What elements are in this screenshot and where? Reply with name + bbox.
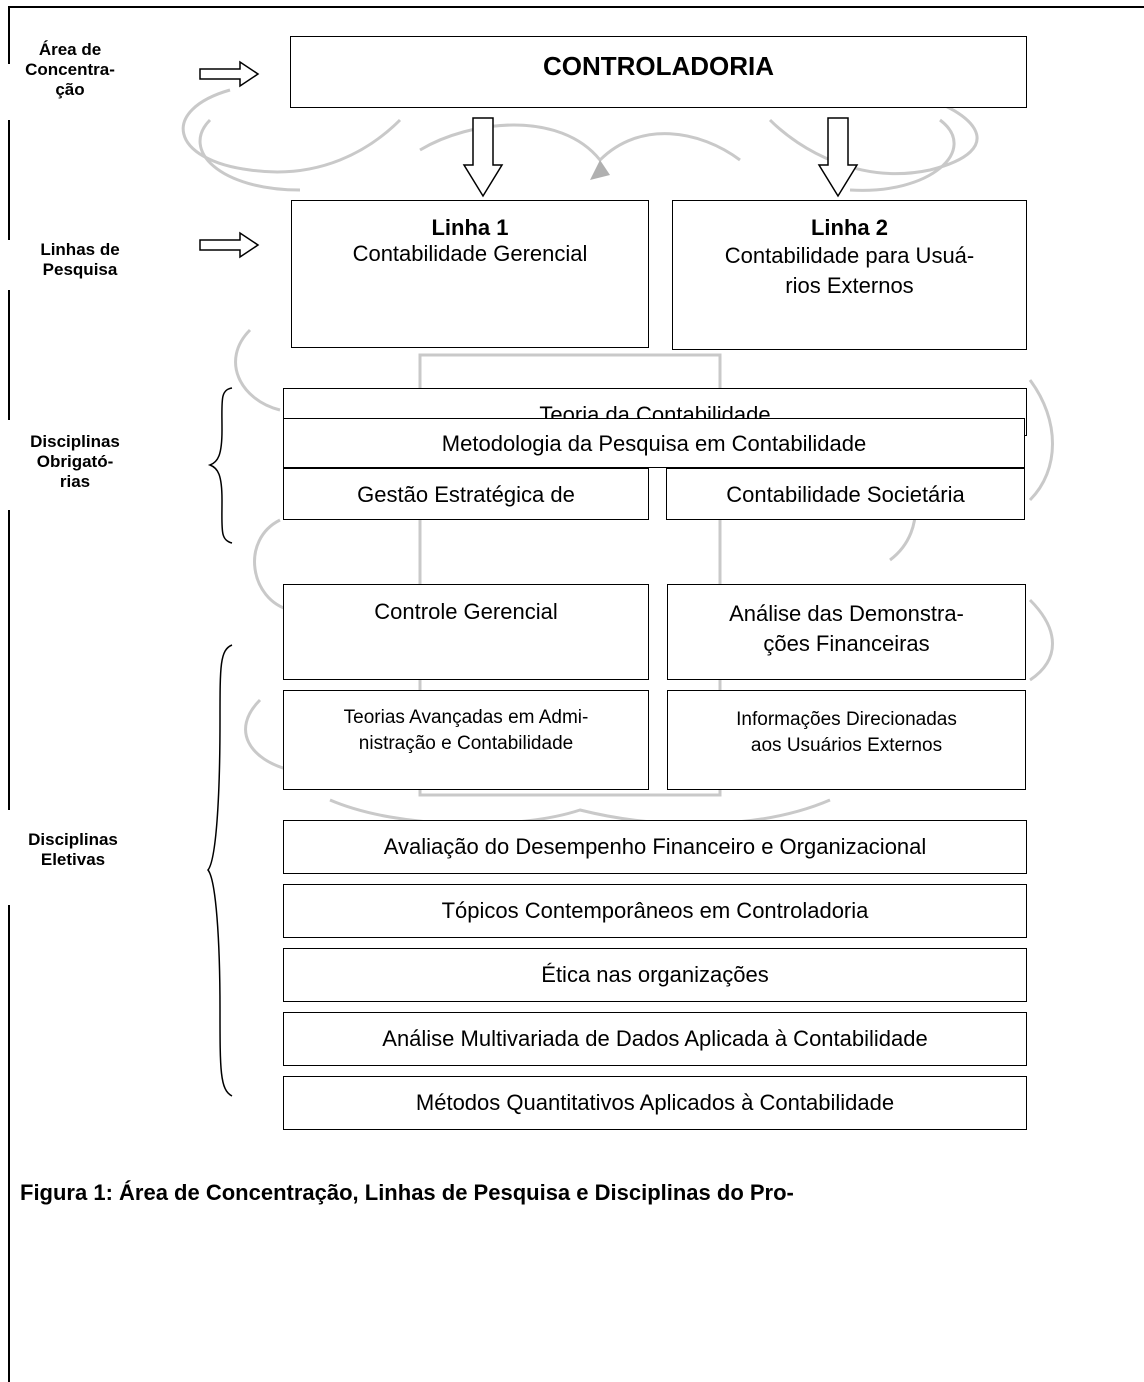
side-label-area: Área de Concentra- ção <box>25 40 115 99</box>
linha2-title: Linha 2 <box>810 215 888 240</box>
side-label-eletivas: Disciplinas Eletivas <box>28 830 118 869</box>
linha1-title: Linha 1 <box>431 215 509 240</box>
topicos-box: Tópicos Contemporâneos em Controladoria <box>283 884 1027 938</box>
frame-left-border <box>8 290 10 420</box>
arrow-right-icon <box>199 231 260 259</box>
informacoes-label: Informações Direcionadas aos Usuários Ex… <box>736 709 957 756</box>
gestao-box: Gestão Estratégica de <box>283 468 649 520</box>
societaria-box: Contabilidade Societária <box>666 468 1025 520</box>
linha2-name: Contabilidade para Usuá- rios Externos <box>724 243 975 298</box>
arrow-down-icon <box>817 117 859 198</box>
frame-left-border <box>8 905 10 1382</box>
linha2-box: Linha 2 Contabilidade para Usuá- rios Ex… <box>672 200 1027 350</box>
teorias-avancadas-label: Teorias Avançadas em Admi- nistração e C… <box>343 707 589 754</box>
frame-left-border <box>8 510 10 810</box>
side-label-obrigatorias: Disciplinas Obrigató- rias <box>30 432 120 491</box>
topicos-label: Tópicos Contemporâneos em Controladoria <box>441 898 869 923</box>
avaliacao-label: Avaliação do Desempenho Financeiro e Org… <box>383 834 927 859</box>
arrow-right-icon <box>199 60 260 88</box>
controladoria-title: CONTROLADORIA <box>542 51 775 81</box>
controle-gerencial-box: Controle Gerencial <box>283 584 649 680</box>
informacoes-box: Informações Direcionadas aos Usuários Ex… <box>667 690 1026 790</box>
controle-gerencial-label: Controle Gerencial <box>374 599 558 624</box>
frame-left-border <box>8 120 10 240</box>
quantitativos-box: Métodos Quantitativos Aplicados à Contab… <box>283 1076 1027 1130</box>
linha1-name: Contabilidade Gerencial <box>352 241 588 266</box>
etica-box: Ética nas organizações <box>283 948 1027 1002</box>
gestao-label: Gestão Estratégica de <box>357 482 575 507</box>
frame-top-border <box>8 6 1144 8</box>
brace-eletivas <box>207 644 233 1097</box>
analise-demonstracoes-box: Análise das Demonstra- ções Financeiras <box>667 584 1026 680</box>
societaria-label: Contabilidade Societária <box>726 482 965 507</box>
multivariada-label: Análise Multivariada de Dados Aplicada à… <box>382 1026 928 1051</box>
metodologia-box: Metodologia da Pesquisa em Contabilidade <box>283 418 1025 468</box>
analise-demonstracoes-label: Análise das Demonstra- ções Financeiras <box>729 601 964 656</box>
controladoria-box: CONTROLADORIA <box>290 36 1027 108</box>
brace-obrigatorias <box>207 387 233 544</box>
frame-left-border <box>8 6 10 64</box>
multivariada-box: Análise Multivariada de Dados Aplicada à… <box>283 1012 1027 1066</box>
etica-label: Ética nas organizações <box>541 962 769 987</box>
side-label-linhas: Linhas de Pesquisa <box>40 240 120 279</box>
metodologia-label: Metodologia da Pesquisa em Contabilidade <box>441 431 867 456</box>
quantitativos-label: Métodos Quantitativos Aplicados à Contab… <box>415 1090 895 1115</box>
arrow-down-icon <box>462 117 504 198</box>
figure-caption: Figura 1: Área de Concentração, Linhas d… <box>20 1180 794 1205</box>
avaliacao-box: Avaliação do Desempenho Financeiro e Org… <box>283 820 1027 874</box>
linha1-box: Linha 1 Contabilidade Gerencial <box>291 200 649 348</box>
teorias-avancadas-box: Teorias Avançadas em Admi- nistração e C… <box>283 690 649 790</box>
